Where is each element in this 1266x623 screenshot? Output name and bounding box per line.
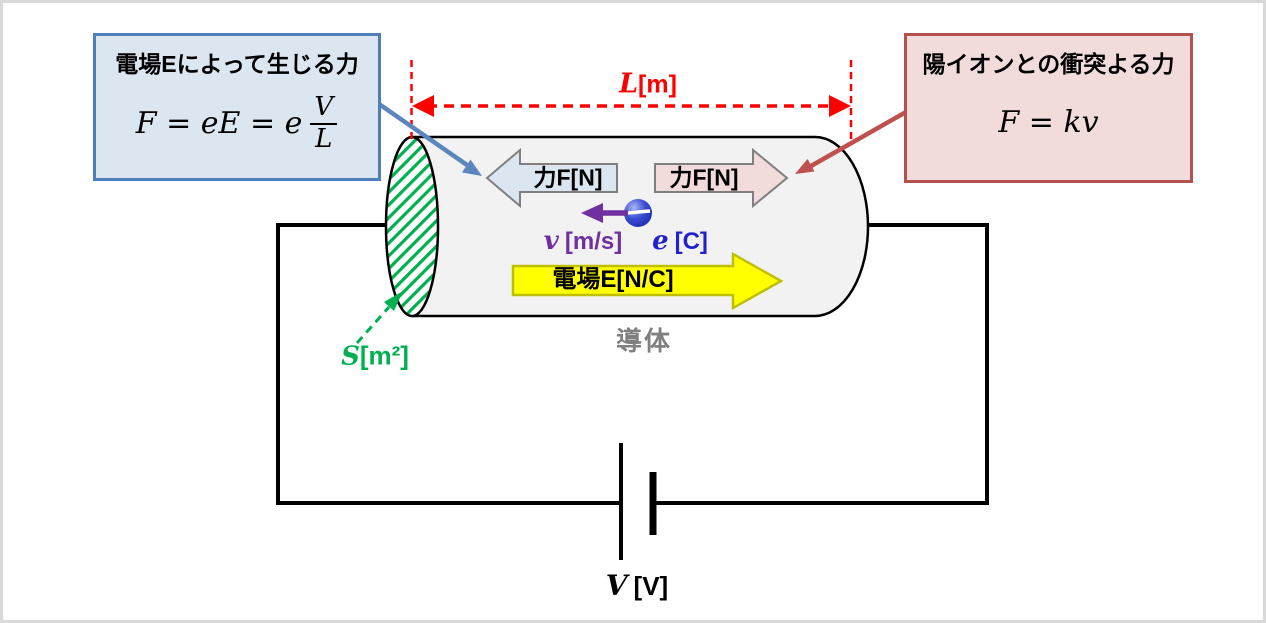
diagram-shapes (276, 60, 989, 560)
annotation-connector-red (795, 110, 908, 174)
electron-icon (624, 199, 652, 227)
area-label: S[m²] (341, 340, 409, 372)
annotation-title: 陽イオンとの衝突よる力 (922, 51, 1175, 77)
electric-force-formula: F = eE = e V L (96, 92, 378, 155)
length-label: L[m] (619, 68, 677, 100)
cross-section-ellipse (384, 135, 440, 318)
force-right-arrow (654, 147, 789, 209)
field-label: 電場E[N/C] (552, 266, 674, 293)
force-left-arrow (485, 147, 618, 209)
annotation-box-collision-force: 陽イオンとの衝突よる力 F = kv (904, 33, 1193, 183)
circuit-wire-right (655, 223, 989, 505)
velocity-label: v[m/s] (543, 226, 623, 256)
fraction: V L (309, 92, 338, 155)
battery-symbol (619, 443, 657, 560)
collision-force-formula: F = kv (998, 105, 1099, 140)
dimension-arrowhead-right (829, 95, 851, 117)
field-arrow (511, 251, 784, 311)
circuit-wire-left (276, 223, 619, 505)
charge-label: e[C] (652, 226, 708, 256)
length-dimension (410, 60, 853, 140)
area-pointer-arrow (355, 291, 403, 344)
force-left-label: 力F[N] (533, 164, 603, 191)
velocity-arrow-icon (581, 203, 628, 223)
annotation-box-electric-force: 電場Eによって生じる力 F = eE = e V L (93, 33, 381, 181)
annotation-connector-blue (377, 102, 482, 176)
conductor-label: 導体 (615, 326, 673, 356)
annotation-title: 電場Eによって生じる力 (115, 51, 359, 77)
force-right-label: 力F[N] (669, 164, 739, 191)
dimension-arrowhead-left (412, 95, 434, 117)
voltage-label: V[V] (605, 569, 669, 602)
minus-icon (626, 209, 651, 215)
